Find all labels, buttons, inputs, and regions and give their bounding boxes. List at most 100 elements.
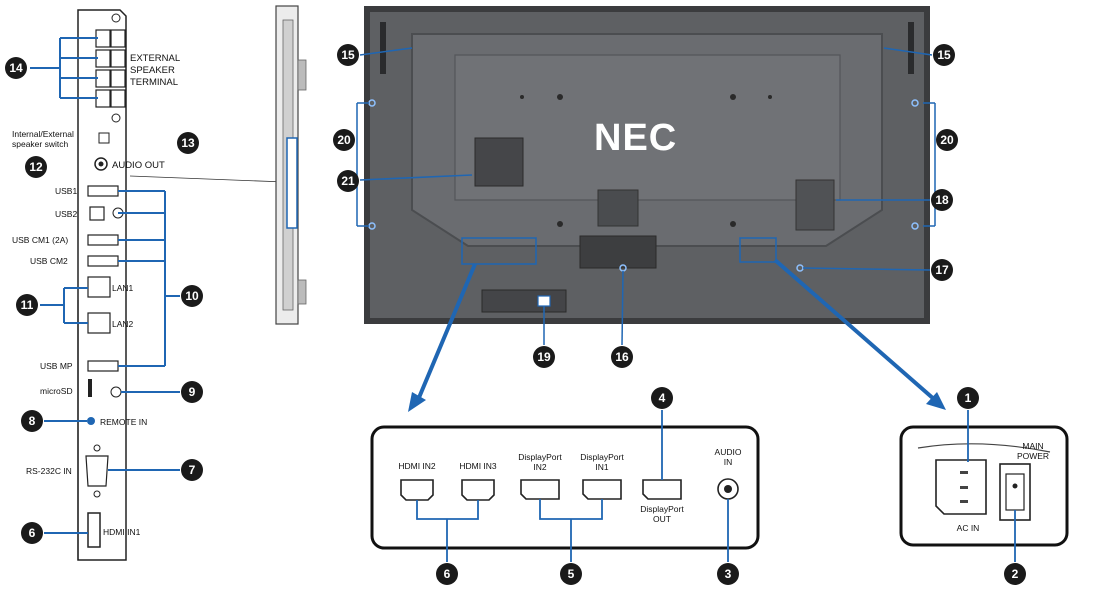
power-panel: MAIN POWER AC IN	[899, 410, 1069, 562]
svg-text:9: 9	[189, 385, 196, 399]
side-connector-panel: EXTERNAL SPEAKER TERMINAL Internal/Exter…	[12, 9, 286, 561]
hdmi-in3-port	[461, 479, 495, 501]
label-main-power-line2: POWER	[1017, 451, 1049, 461]
rs232c-port	[85, 455, 109, 487]
svg-text:6: 6	[444, 567, 451, 581]
svg-text:4: 4	[659, 391, 666, 405]
svg-text:7: 7	[189, 463, 196, 477]
svg-text:15: 15	[341, 48, 355, 62]
callout-20-right: 20	[936, 129, 958, 151]
nec-logo: NEC	[594, 117, 677, 159]
callout-6-bottom: 6	[436, 563, 458, 585]
arrow-to-power-panel	[773, 258, 937, 402]
lan2-port	[87, 312, 111, 334]
label-usb1: USB1	[55, 186, 77, 196]
arrow-to-io-panel	[416, 263, 477, 401]
svg-text:1: 1	[965, 391, 972, 405]
label-ac-in: AC IN	[957, 523, 980, 533]
label-dp-in1-line2: IN1	[595, 462, 609, 472]
label-lan1: LAN1	[112, 283, 134, 293]
label-dp-in2-line2: IN2	[533, 462, 547, 472]
callout-12: 12	[25, 156, 47, 178]
remote-in-jack	[87, 417, 95, 425]
callout-13: 13	[177, 132, 199, 154]
label-hdmi-in1: HDMI IN1	[103, 527, 141, 537]
external-speaker-terminal	[30, 13, 126, 123]
label-rs232c: RS-232C IN	[26, 466, 72, 476]
usb-cm2-port	[87, 255, 119, 267]
carrying-handle-left	[380, 22, 386, 74]
svg-text:11: 11	[21, 298, 34, 312]
callout-15-left: 15	[337, 44, 359, 66]
label-speaker-switch-1: Internal/External	[12, 129, 74, 139]
label-terminal: TERMINAL	[130, 77, 178, 88]
svg-text:2: 2	[1012, 567, 1019, 581]
carrying-handle-right	[908, 22, 914, 74]
label-audio-out: AUDIO OUT	[112, 160, 165, 171]
svg-text:15: 15	[937, 48, 951, 62]
callout-17: 17	[931, 259, 953, 281]
label-hdmi-in2: HDMI IN2	[398, 461, 436, 471]
svg-text:16: 16	[615, 350, 629, 364]
label-remote-in: REMOTE IN	[100, 417, 147, 427]
label-external: EXTERNAL	[130, 53, 180, 64]
label-speaker: SPEAKER	[130, 65, 175, 76]
callout-14: 14	[5, 57, 27, 79]
label-usb-cm1: USB CM1 (2A)	[12, 235, 68, 245]
terminal-area-highlight	[461, 237, 537, 265]
svg-text:20: 20	[337, 133, 351, 147]
callout-4: 4	[651, 387, 673, 409]
label-plate	[795, 179, 835, 231]
label-main-power-line1: MAIN	[1022, 441, 1043, 451]
svg-text:18: 18	[935, 193, 949, 207]
callout-11: 11	[16, 294, 38, 316]
option-slot-cover	[474, 137, 524, 187]
label-dp-out-line2: OUT	[653, 514, 671, 524]
callout-9: 9	[181, 381, 203, 403]
callout-16: 16	[611, 346, 633, 368]
callout-10: 10	[181, 285, 203, 307]
svg-text:17: 17	[935, 263, 949, 277]
usb-mp-port	[87, 360, 119, 372]
svg-text:21: 21	[341, 174, 355, 188]
label-audio-in-line1: AUDIO	[715, 447, 742, 457]
callout-18: 18	[931, 189, 953, 211]
dp-in1-port	[582, 479, 622, 500]
callout-8: 8	[21, 410, 43, 432]
bottom-io-panel: HDMI IN2 HDMI IN3 DisplayPort IN2 Displa…	[370, 425, 760, 550]
label-hdmi-in3: HDMI IN3	[459, 461, 497, 471]
side-io-highlight	[286, 137, 298, 229]
side-profile-view	[275, 5, 307, 325]
microsd-slot	[88, 379, 92, 397]
label-speaker-switch-2: speaker switch	[12, 139, 68, 149]
speaker-switch	[98, 132, 110, 144]
hdmi-in2-port	[400, 479, 434, 501]
callout-15-right: 15	[933, 44, 955, 66]
svg-text:8: 8	[29, 414, 36, 428]
callout-21: 21	[337, 170, 359, 192]
hdmi-in1-port	[87, 512, 101, 548]
svg-text:6: 6	[29, 526, 36, 540]
label-dp-out-line1: DisplayPort	[640, 504, 684, 514]
svg-text:14: 14	[9, 61, 23, 75]
callout-3: 3	[717, 563, 739, 585]
lan1-port	[87, 276, 111, 298]
svg-text:13: 13	[181, 136, 195, 150]
callout-7: 7	[181, 459, 203, 481]
usb-cm1-port	[87, 234, 119, 246]
label-usb-mp: USB MP	[40, 361, 73, 371]
callout-20-left: 20	[333, 129, 355, 151]
label-dp-in1-line1: DisplayPort	[580, 452, 624, 462]
dp-out-port	[642, 479, 682, 500]
power-area-highlight	[739, 237, 777, 263]
usb2-port	[89, 206, 105, 221]
label-audio-in-line2: IN	[724, 457, 733, 467]
callout-6-left: 6	[21, 522, 43, 544]
dp-in2-port	[520, 479, 560, 500]
svg-text:12: 12	[29, 160, 43, 174]
label-lan2: LAN2	[112, 319, 134, 329]
monitor-rear-view: NEC	[364, 6, 930, 324]
svg-text:5: 5	[568, 567, 575, 581]
